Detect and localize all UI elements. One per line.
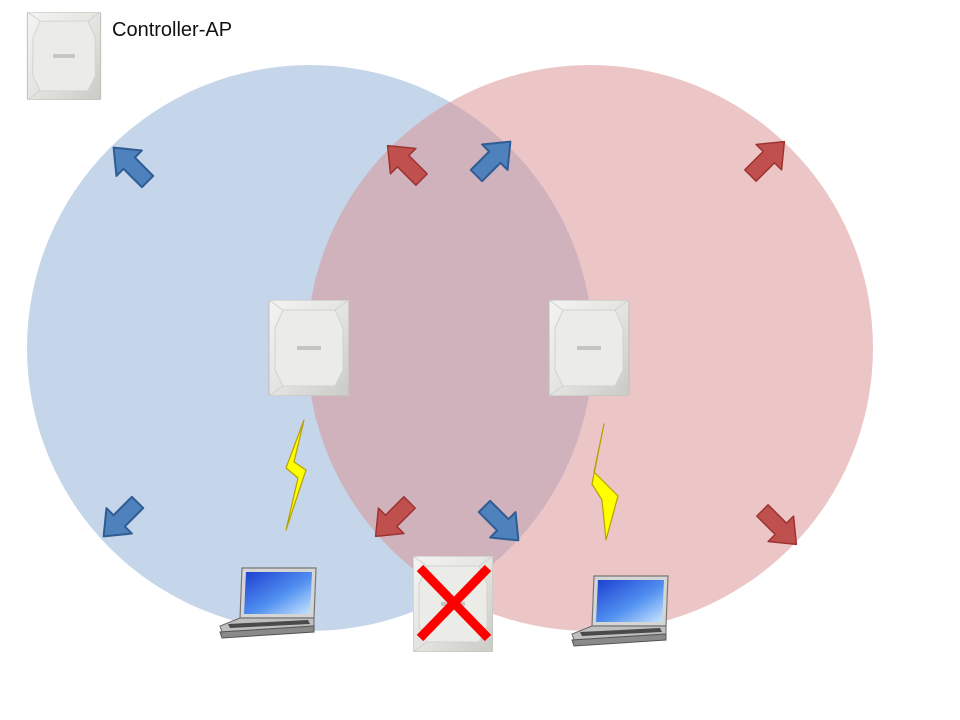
legend-label: Controller-AP [112, 19, 233, 41]
arrow-red-top-right [744, 140, 786, 182]
x-mark-icon [416, 564, 492, 642]
arrow-red-top-left [386, 144, 428, 186]
access-point-icon [548, 300, 630, 396]
lightning-icon [591, 423, 619, 541]
arrow-blue-bottom-right [477, 499, 520, 542]
arrow-blue-top-left [112, 146, 155, 189]
failed-access-point [413, 556, 493, 652]
access-point-icon [268, 300, 350, 396]
arrow-red-bottom-left [374, 496, 416, 538]
arrow-red-bottom-right [756, 504, 798, 546]
access-point-icon [26, 12, 102, 100]
lightning-icon [285, 419, 307, 531]
arrow-blue-top-right [469, 140, 512, 183]
arrow-blue-bottom-left [102, 495, 145, 538]
